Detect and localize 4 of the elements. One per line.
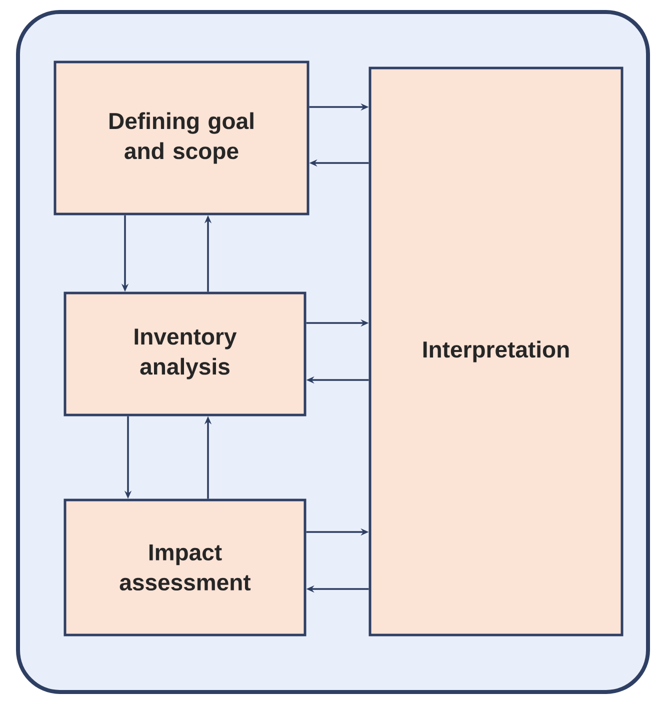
process-box: Inventory analysis — [64, 292, 306, 416]
process-box: Interpretation — [368, 66, 624, 636]
process-box: Impact assessment — [64, 498, 306, 636]
process-box: Defining goal and scope — [54, 60, 310, 216]
